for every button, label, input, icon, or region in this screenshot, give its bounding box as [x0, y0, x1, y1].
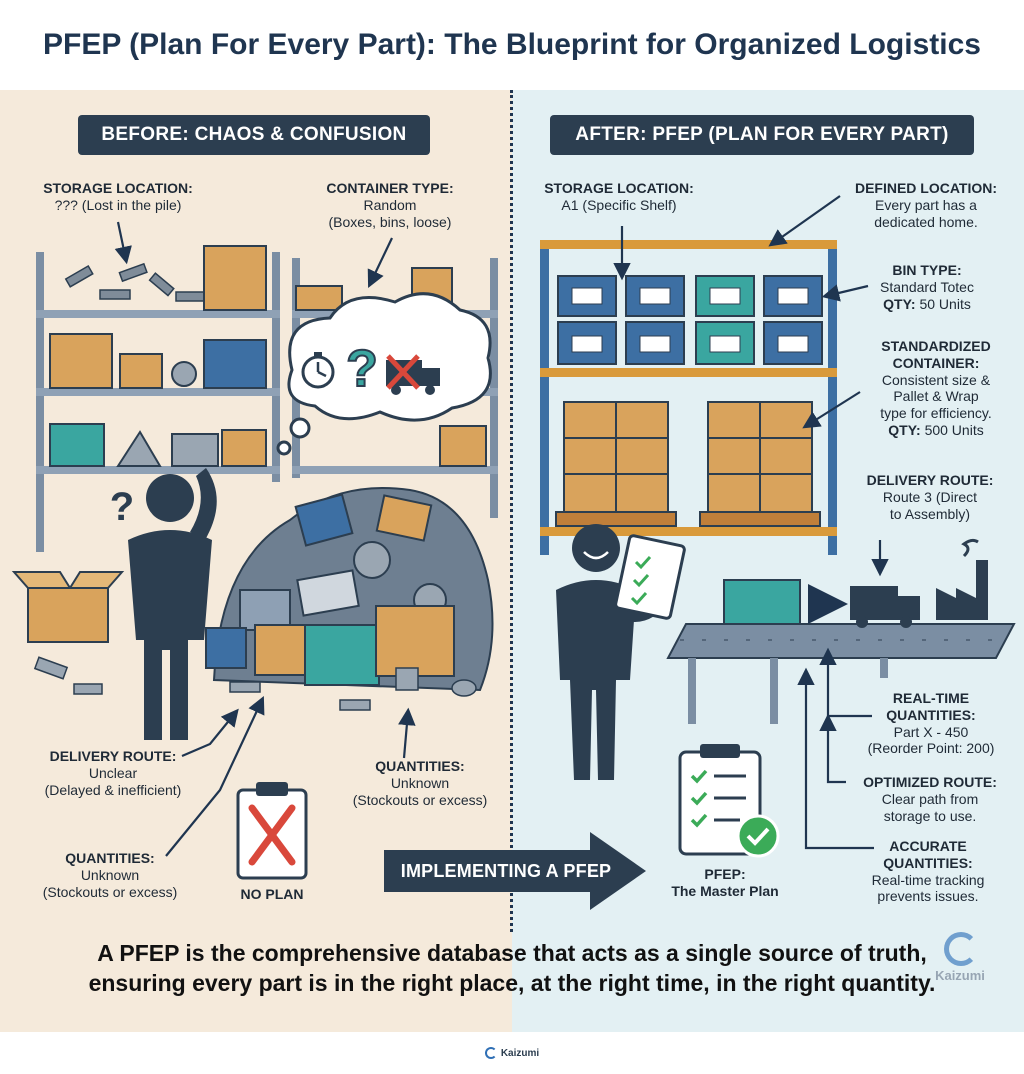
- summary-text: A PFEP is the comprehensive database tha…: [20, 938, 1004, 999]
- implementing-label: IMPLEMENTING A PFEP: [400, 860, 612, 881]
- pfep-master-plan-label: PFEP: The Master Plan: [671, 866, 779, 899]
- accurate-quantities-label: ACCURATE QUANTITIES: Real-time tracking …: [871, 838, 985, 905]
- summary-line-2: ensuring every part is in the right plac…: [88, 970, 936, 997]
- after-delivery-route-label: DELIVERY ROUTE: Route 3 (Direct to Assem…: [866, 472, 994, 522]
- footer-brand: Kaizumi: [500, 1047, 540, 1059]
- before-quantities-right-label: QUANTITIES: Unknown (Stockouts or excess…: [352, 758, 488, 808]
- implementing-arrow: [384, 832, 646, 910]
- kaizumi-watermark: Kaizumi: [928, 932, 992, 992]
- after-storage-location-label: STORAGE LOCATION: A1 (Specific Shelf): [544, 180, 694, 213]
- footer-logo-icon: [484, 1047, 497, 1059]
- watermark-text: Kaizumi: [935, 968, 985, 983]
- after-header: AFTER: PFEP (PLAN FOR EVERY PART): [550, 115, 974, 155]
- optimized-route-label: OPTIMIZED ROUTE: Clear path from storage…: [863, 774, 997, 824]
- panel-divider: [510, 90, 513, 932]
- summary-line-1: A PFEP is the comprehensive database tha…: [97, 940, 927, 966]
- defined-location-label: DEFINED LOCATION: Every part has a dedic…: [854, 180, 998, 230]
- no-plan-label: NO PLAN: [240, 886, 304, 902]
- bin-type-label: BIN TYPE: Standard Totec QTY: 50 Units: [880, 262, 974, 312]
- before-quantities-left-label: QUANTITIES: Unknown (Stockouts or excess…: [42, 850, 178, 900]
- before-header: BEFORE: CHAOS & CONFUSION: [78, 115, 430, 155]
- real-time-quantities-label: REAL-TIME QUANTITIES: Part X - 450 (Reor…: [867, 690, 995, 757]
- before-container-type-label: CONTAINER TYPE: Random (Boxes, bins, loo…: [326, 180, 454, 230]
- before-delivery-route-label: DELIVERY ROUTE: Unclear (Delayed & ineff…: [44, 748, 182, 798]
- kaizumi-logo-icon: [944, 932, 978, 966]
- before-storage-location-label: STORAGE LOCATION: ??? (Lost in the pile): [43, 180, 193, 213]
- page-title: PFEP (Plan For Every Part): The Blueprin…: [0, 0, 1024, 90]
- footer: Kaizumi: [0, 1032, 1024, 1074]
- standardized-container-label: STANDARDIZED CONTAINER: Consistent size …: [880, 338, 992, 438]
